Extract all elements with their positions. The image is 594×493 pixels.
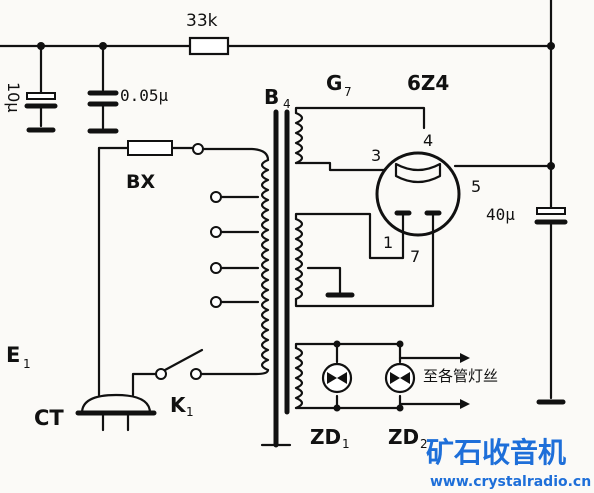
hv-wire-bottom	[294, 161, 386, 172]
fuse-label: BX	[126, 171, 155, 193]
lamp1-sub: 1	[342, 437, 350, 451]
lamp2-sub: 2	[420, 437, 428, 451]
resistor-label: 33k	[186, 11, 218, 31]
capacitor-10u-label: 10μ	[4, 82, 23, 113]
switch-sub: 1	[186, 405, 194, 419]
lamp-secondary	[294, 346, 304, 410]
capacitor-0-05u-label: 0.05μ	[120, 86, 169, 105]
junction-dot	[333, 340, 341, 348]
switch-terminal	[190, 368, 202, 380]
resistor-33k	[188, 36, 230, 56]
arrow-head-icon	[460, 353, 470, 363]
center-tap-ground	[306, 266, 342, 295]
junction-dot	[333, 404, 341, 412]
e1-sub: 1	[23, 357, 31, 371]
primary-taps	[210, 191, 260, 308]
watermark-url: www.crystalradio.cn	[430, 474, 591, 490]
watermark-title: 矿石收音机	[426, 436, 566, 469]
fuse-terminal	[192, 143, 204, 155]
tube-label: 6Z4	[407, 71, 449, 95]
filament-wire-top	[294, 212, 405, 260]
transformer-label: B	[264, 85, 279, 109]
capacitor-40u	[534, 164, 568, 405]
e1-label: E	[6, 343, 20, 367]
switch-to-plug-wire	[131, 372, 158, 397]
transformer-sub: 4	[283, 97, 291, 111]
hv-secondary	[294, 111, 304, 165]
junction-dot	[396, 340, 404, 348]
primary-bottom-wire	[198, 368, 270, 376]
tube-pin-3: 3	[371, 146, 381, 165]
plug-label: CT	[34, 406, 64, 430]
tube-pin-1: 1	[383, 233, 393, 252]
switch-label: K	[170, 393, 187, 417]
rectifier-tube-6z4	[375, 151, 461, 237]
lamp-wire-bottom	[294, 394, 402, 410]
arrow-head-icon	[460, 399, 470, 409]
coil-label: G	[326, 71, 342, 95]
primary-winding	[260, 158, 270, 372]
pilot-lamp-zd1	[321, 362, 353, 394]
junction-dot	[547, 42, 555, 50]
pilot-lamp-zd2	[384, 362, 416, 394]
lamp1-label: ZD	[310, 425, 341, 449]
filament-wire-bottom	[294, 232, 435, 308]
tube-pin-4: 4	[423, 131, 433, 150]
junction-dot	[396, 404, 404, 412]
capacitor-10u	[24, 44, 58, 133]
primary-top-wire	[201, 147, 270, 162]
hv-wire-top	[294, 106, 426, 130]
tube-filament-secondary	[294, 217, 304, 301]
switch-k1-blade	[163, 348, 204, 372]
tube-pin-5: 5	[471, 177, 481, 196]
capacitor-40u-label: 40μ	[486, 205, 515, 224]
coil-sub: 7	[344, 85, 352, 99]
lamp-wire-top	[294, 342, 402, 364]
fuse-bx	[127, 140, 173, 156]
to-tube-filaments-label: 至各管灯丝	[423, 367, 498, 385]
lamp2-label: ZD	[388, 425, 419, 449]
capacitor-0-05u	[87, 44, 119, 134]
mains-plug-ct	[75, 393, 157, 432]
tube-pin-7: 7	[410, 247, 420, 266]
